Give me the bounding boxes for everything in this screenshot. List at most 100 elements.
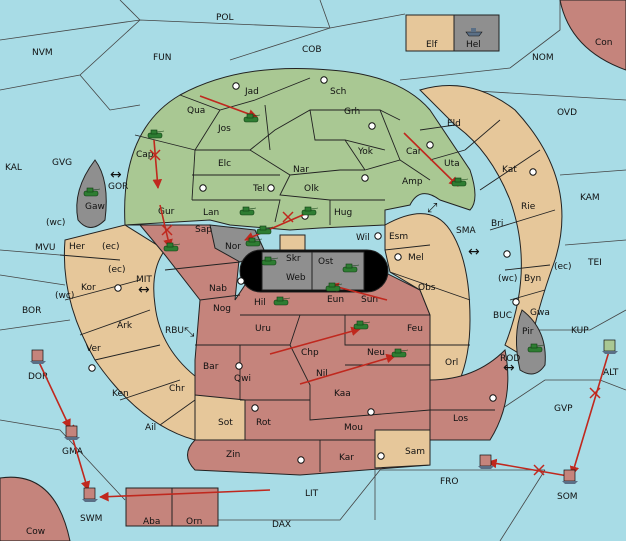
ship-icon: [64, 425, 80, 440]
label-olk: Olk: [304, 184, 320, 194]
province-labels: Elf Hel Con Jad Sch Qua Jos Grh Eld Car …: [26, 38, 613, 537]
sea-label-nvm: NVM: [32, 48, 53, 58]
sea-label-kup: KUP: [571, 326, 589, 336]
sea-label-fun: FUN: [153, 53, 172, 63]
label-jad: Jad: [244, 87, 259, 97]
label-jos: Jos: [217, 124, 231, 134]
label-car: Car: [406, 147, 422, 157]
x-mark-icon: [589, 387, 601, 399]
coast-tag: (wc): [55, 291, 74, 301]
move-arrow-icon: [487, 458, 569, 477]
label-con: Con: [595, 38, 613, 48]
tank-icon: [342, 263, 360, 273]
move-orders: [37, 95, 611, 502]
supply-center-icon: [503, 250, 511, 258]
label-ver: Ver: [86, 344, 101, 354]
label-nar: Nar: [293, 165, 309, 175]
label-tel: Tel: [252, 184, 265, 194]
ship-icon: [82, 487, 98, 502]
region-green: [124, 67, 476, 231]
tank-icon: [353, 320, 371, 330]
label-zin: Zin: [226, 450, 240, 460]
region-tan-west: [63, 224, 201, 441]
sea-label-gvg: GVG: [52, 158, 72, 168]
move-arrow-icon: [159, 204, 173, 249]
tank-icon: [243, 113, 261, 123]
province-elf[interactable]: [405, 14, 455, 52]
label-uta: Uta: [444, 159, 460, 169]
strait-symbols: ↔ ↔ ⤡ ⤢ ↔ ↔: [110, 167, 515, 376]
move-arrow-icon: [569, 347, 611, 476]
sea-label-nom: NOM: [532, 53, 554, 63]
province-borders: [59, 77, 556, 472]
label-elf: Elf: [426, 40, 438, 50]
coast-tags: (wc) (ec) (ec) (wc) (wc) (ec): [46, 218, 572, 301]
label-rot: Rot: [256, 418, 271, 428]
label-sun: Sun: [361, 295, 378, 305]
label-kor: Kor: [81, 283, 96, 293]
label-nil: Nil: [316, 369, 328, 379]
label-eld: Eld: [447, 119, 461, 129]
supply-center-icon: [251, 404, 259, 412]
label-esm: Esm: [389, 232, 408, 242]
sea-label-gma: GMA: [62, 447, 84, 457]
label-cap: Cap: [136, 150, 154, 160]
label-ail: Ail: [145, 423, 156, 433]
coast-tag: (wc): [498, 274, 517, 284]
label-obs: Obs: [418, 283, 436, 293]
sea-label-rod: ROD: [500, 354, 520, 364]
tank-icon: [273, 296, 291, 306]
supply-center-icon: [512, 298, 520, 306]
x-mark-icon: [161, 224, 173, 236]
province-pir[interactable]: [516, 309, 546, 375]
province-sam[interactable]: [374, 429, 431, 469]
sea-label-dor: DOR: [28, 372, 48, 382]
sea-label-ovd: OVD: [557, 108, 577, 118]
label-cow: Cow: [26, 527, 45, 537]
move-arrow-icon: [152, 139, 163, 189]
label-neu: Neu: [367, 348, 385, 358]
label-hel: Hel: [466, 40, 481, 50]
ship-icon: [30, 349, 46, 364]
label-chr: Chr: [169, 384, 185, 394]
sea-labels: POL NVM FUN COB NOM OVD KAL GVG KAM TEI …: [5, 13, 619, 530]
supply-center-icon: [199, 184, 207, 192]
x-mark-icon: [282, 211, 294, 223]
label-mel: Mel: [408, 253, 424, 263]
label-uru: Uru: [255, 324, 271, 334]
strait-arrow-icon: ⤡: [184, 325, 195, 340]
label-nab: Nab: [209, 284, 227, 294]
coast-tag: (ec): [554, 262, 572, 272]
label-kat: Kat: [502, 165, 517, 175]
label-ken: Ken: [112, 389, 129, 399]
supply-center-icon: [489, 394, 497, 402]
label-orn: Orn: [186, 517, 202, 527]
supply-center-icon: [320, 76, 328, 84]
label-nog: Nog: [213, 304, 231, 314]
sea-label-dax: DAX: [272, 520, 291, 530]
province-los[interactable]: [429, 348, 509, 441]
move-arrow-icon: [299, 353, 396, 385]
label-hug: Hug: [334, 208, 352, 218]
move-arrow-icon: [244, 213, 306, 241]
supply-center-icon: [232, 82, 240, 90]
coast-tag: (ec): [102, 242, 120, 252]
tank-icon: [239, 206, 257, 216]
move-arrow-icon: [269, 326, 361, 355]
label-kar: Kar: [339, 453, 354, 463]
label-skr: Skr: [286, 254, 301, 264]
supply-center-icon: [361, 174, 369, 182]
label-bar: Bar: [203, 362, 219, 372]
move-arrow-icon: [71, 435, 91, 491]
move-arrow-icon: [199, 95, 258, 119]
sea-label-gvp: GVP: [554, 404, 573, 414]
tank-icon: [83, 187, 101, 197]
x-mark-icon: [149, 149, 161, 161]
label-wil: Wil: [356, 233, 370, 243]
label-sap: Sap: [195, 225, 212, 235]
supply-center-icon: [374, 232, 382, 240]
sea-label-som: SOM: [557, 492, 578, 502]
supply-center-icon: [367, 408, 375, 416]
tank-icon: [301, 206, 319, 216]
tank-icon: [261, 256, 279, 266]
